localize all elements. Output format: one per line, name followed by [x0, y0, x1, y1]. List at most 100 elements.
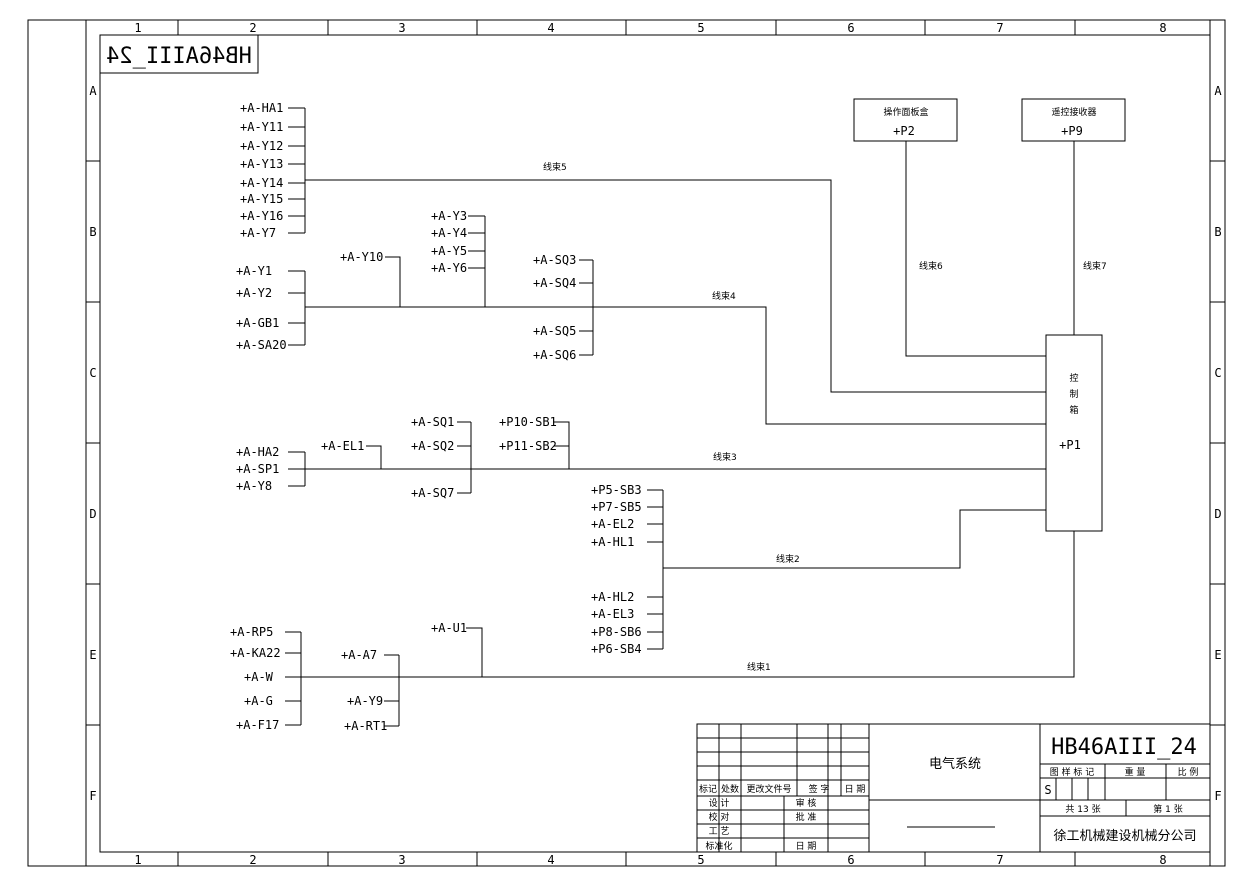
component-label: +A-HA2: [236, 445, 279, 459]
role-label: 审 核: [796, 797, 817, 809]
remote-receiver-p9: 遥控接收器 +P9 线束7: [1021, 98, 1126, 335]
row-label: E: [1214, 648, 1221, 662]
component-label: +A-SQ7: [411, 486, 454, 500]
component-label: +A-SQ3: [533, 253, 576, 267]
rev-header: 处数: [721, 783, 739, 795]
component-label: +A-KA22: [230, 646, 281, 660]
col-label: 8: [1159, 853, 1166, 867]
panel-box-caption: 操作面板盒: [883, 106, 928, 118]
component-label: +A-A7: [341, 648, 377, 662]
mirrored-drawing-number: HB46AIII_24: [106, 44, 252, 69]
component-label: +P7-SB5: [591, 500, 642, 514]
harness-6-wire: [905, 141, 1046, 357]
remote-box-caption: 遥控接收器: [1051, 106, 1096, 118]
component-label: +A-SQ2: [411, 439, 454, 453]
component-label: +A-Y12: [240, 139, 283, 153]
harness-label: 线束3: [713, 451, 737, 463]
row-label: D: [89, 507, 96, 521]
harness-4-group: +A-Y1 +A-Y2 +A-GB1 +A-SA20 +A-Y10 +A-Y3 …: [236, 209, 1046, 425]
component-label: +A-RT1: [344, 719, 387, 733]
harness-2-group: +P5-SB3 +P7-SB5 +A-EL2 +A-HL1 +A-HL2 +A-…: [591, 483, 1046, 656]
col-label: 5: [697, 21, 704, 35]
harness-3-group: +A-HA2 +A-SP1 +A-Y8 +A-EL1 +A-SQ1 +A-SQ2…: [236, 415, 1046, 500]
component-label: +A-HL1: [591, 535, 634, 549]
component-label: +A-RP5: [230, 625, 273, 639]
component-label: +A-SA20: [236, 338, 287, 352]
sheets-total: 共 13 张: [1065, 804, 1100, 815]
row-dividers: [86, 160, 1225, 726]
col-label: 2: [249, 853, 256, 867]
col-label: 3: [398, 853, 405, 867]
component-label: +A-Y14: [240, 176, 283, 190]
col-label: 1: [134, 21, 141, 35]
info-header: 重 量: [1125, 766, 1146, 778]
component-label: +A-Y16: [240, 209, 283, 223]
component-label: +A-Y13: [240, 157, 283, 171]
col-label: 7: [996, 21, 1003, 35]
col-label: 6: [847, 853, 854, 867]
row-label: C: [1214, 366, 1221, 380]
role-label: 标准化: [705, 840, 732, 852]
harness-1-wire: [301, 531, 1075, 678]
component-label: +A-Y8: [236, 479, 272, 493]
row-label: F: [89, 789, 96, 803]
drawing-number: HB46AIII_24: [1051, 735, 1197, 760]
harness-label: 线束7: [1083, 260, 1107, 272]
role-label: 批 准: [796, 811, 817, 823]
col-label: 2: [249, 21, 256, 35]
component-label: +P5-SB3: [591, 483, 642, 497]
component-label: +A-SQ5: [533, 324, 576, 338]
component-label: +A-Y10: [340, 250, 383, 264]
component-label: +A-Y11: [240, 120, 283, 134]
component-label: +A-EL2: [591, 517, 634, 531]
role-label: 日 期: [796, 841, 817, 852]
row-label: F: [1214, 789, 1221, 803]
component-label: +P8-SB6: [591, 625, 642, 639]
row-labels-left: A B C D E F: [89, 84, 97, 803]
stage-mark: S: [1044, 783, 1051, 797]
col-label: 1: [134, 853, 141, 867]
col-label: 5: [697, 853, 704, 867]
drawing-title: 电气系统: [929, 756, 981, 772]
rev-header: 更改文件号: [746, 783, 791, 795]
component-label: +A-Y3: [431, 209, 467, 223]
component-label: +A-Y1: [236, 264, 272, 278]
row-label: C: [89, 366, 96, 380]
col-label: 4: [547, 21, 554, 35]
panel-box-p2: 操作面板盒 +P2 线束6: [853, 98, 1046, 357]
component-label: +A-Y5: [431, 244, 467, 258]
harness-label: 线束4: [712, 290, 736, 302]
row-label: D: [1214, 507, 1221, 521]
harness-5-group: +A-HA1 +A-Y11 +A-Y12 +A-Y13 +A-Y14 +A-Y1…: [240, 101, 1046, 393]
component-label: +A-HA1: [240, 101, 283, 115]
component-label: +A-G: [244, 694, 273, 708]
component-label: +A-U1: [431, 621, 467, 635]
col-label: 3: [398, 21, 405, 35]
component-label: +A-SQ1: [411, 415, 454, 429]
rev-header: 签 字: [809, 783, 830, 795]
company-name: 徐工机械建设机械分公司: [1053, 829, 1196, 844]
control-box-char: 控: [1069, 372, 1078, 384]
component-label: +P6-SB4: [591, 642, 642, 656]
info-header: 图 样 标 记: [1050, 766, 1095, 778]
title-block: 标记 处数 更改文件号 签 字 日 期 设 计 校 对 工 艺 标准化 审 核 …: [696, 723, 1211, 853]
mirrored-number-box: [99, 34, 259, 74]
component-label: +A-SQ4: [533, 276, 576, 290]
control-box: 控 制 箱 +P1: [1045, 334, 1103, 532]
col-label: 4: [547, 853, 554, 867]
panel-box-ref: +P2: [893, 124, 915, 138]
role-label: 校 对: [709, 811, 730, 823]
control-box-char: 制: [1069, 388, 1078, 400]
component-label: +A-EL3: [591, 607, 634, 621]
component-label: +A-Y15: [240, 192, 283, 206]
harness-label: 线束5: [543, 161, 567, 173]
harness-label: 线束2: [776, 553, 800, 565]
row-label: A: [1214, 84, 1222, 98]
component-label: +A-SP1: [236, 462, 279, 476]
rev-header: 标记: [699, 783, 717, 795]
row-label: A: [89, 84, 97, 98]
role-label: 设 计: [709, 797, 730, 809]
component-label: +P10-SB1: [499, 415, 557, 429]
column-dividers: [177, 20, 1076, 866]
